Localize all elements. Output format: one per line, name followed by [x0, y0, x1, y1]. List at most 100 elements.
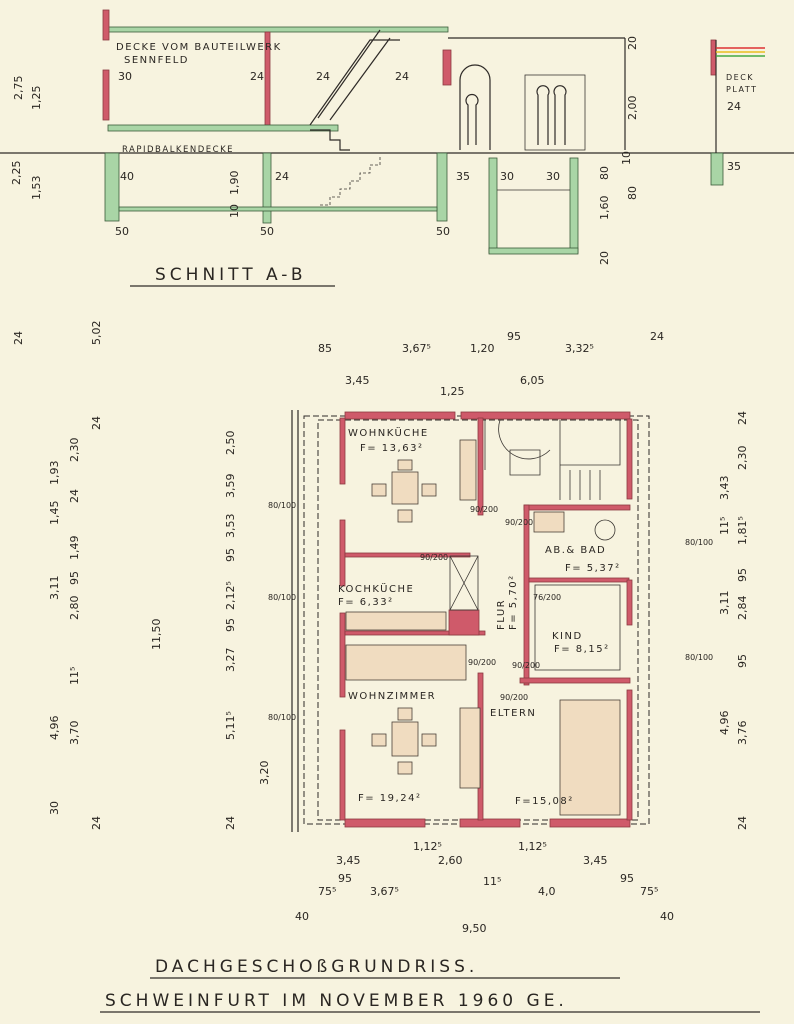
dimension-label: 3,32⁵: [565, 342, 594, 355]
plan-title: DACHGESCHOßGRUNDRISS.: [155, 957, 478, 977]
section-dimension-label: 1,90: [228, 171, 241, 196]
section-dimension-label: 40: [120, 170, 134, 183]
dimension-label: 24: [90, 416, 103, 430]
section-dimension-label: 2,25: [10, 161, 23, 186]
dimension-label: 1,12⁵: [413, 840, 442, 853]
door-size-label: 80/100: [268, 501, 296, 510]
dimension-label: 95: [68, 571, 81, 585]
dimension-label: 3,67⁵: [370, 885, 399, 898]
section-right-label-2: PLATT: [726, 85, 757, 94]
dimension-label: 6,05: [520, 374, 545, 387]
dimension-label: 11⁵: [68, 667, 81, 685]
section-ceiling-label: DECKE VOM BAUTEILWERK: [116, 42, 282, 53]
section-dimension-label: 1,25: [30, 86, 43, 111]
section-dimension-label: 2,75: [12, 76, 25, 101]
dimension-label: 3,11: [48, 576, 61, 601]
room-name: AB.& BAD: [545, 545, 606, 556]
room-area: F= 19,24²: [358, 793, 421, 804]
room-area: F= 8,15²: [554, 644, 610, 655]
dimension-label: 4,96: [718, 711, 731, 736]
dimension-label: 75⁵: [318, 885, 336, 898]
dimension-label: 24: [736, 816, 749, 830]
dimension-label: 95: [736, 654, 749, 668]
dimension-label: 24: [68, 489, 81, 503]
section-dimension-label: 24: [250, 70, 264, 83]
dimension-label: 95: [224, 618, 237, 632]
section-right-label-1: DECK: [726, 73, 754, 82]
door-size-label: 90/200: [468, 658, 496, 667]
room-name: FLUR: [496, 599, 507, 630]
section-dimension-label: 20: [626, 36, 639, 50]
section-dimension-label: 10: [620, 151, 633, 165]
dimension-label: 11,50: [150, 619, 163, 651]
section-dimension-label: 1,53: [30, 176, 43, 201]
dimension-label: 5,11⁵: [224, 711, 237, 740]
plan-subtitle: SCHWEINFURT IM NOVEMBER 1960 GE.: [105, 991, 568, 1011]
section-dimension-label: 30: [500, 170, 514, 183]
door-size-label: 80/100: [268, 593, 296, 602]
dimension-label: 2,30: [736, 446, 749, 471]
dimension-label: 40: [295, 910, 309, 923]
dimension-label: 40: [660, 910, 674, 923]
dimension-label: 2,30: [68, 438, 81, 463]
dimension-label: 1,12⁵: [518, 840, 547, 853]
section-title: SCHNITT A-B: [155, 265, 307, 285]
section-dimension-label: 80: [626, 186, 639, 200]
door-size-label: 90/200: [420, 553, 448, 562]
section-ceiling-label-2: SENNFELD: [124, 55, 189, 66]
dimension-label: 3,20: [258, 761, 271, 786]
room-area: F= 5,37²: [565, 563, 621, 574]
dimension-label: 24: [90, 816, 103, 830]
dimension-label: 95: [224, 548, 237, 562]
dimension-label: 24: [736, 411, 749, 425]
dimension-label: 2,84: [736, 596, 749, 621]
dimension-label: 5,02: [90, 321, 103, 346]
room-name: ELTERN: [490, 708, 536, 719]
dimension-label: 3,67⁵: [402, 342, 431, 355]
dimension-label: 1,81⁵: [736, 516, 749, 545]
section-dimension-label: 30: [546, 170, 560, 183]
dimension-label: 3,59: [224, 474, 237, 499]
door-size-label: 80/100: [268, 713, 296, 722]
dimension-label: 3,43: [718, 476, 731, 501]
dimension-label: 95: [736, 568, 749, 582]
dimension-label: 11⁵: [718, 517, 731, 535]
dimension-label: 2,12⁵: [224, 581, 237, 610]
dimension-label: 30: [48, 801, 61, 815]
dimension-label: 3,76: [736, 721, 749, 746]
section-dimension-label: 80: [598, 166, 611, 180]
room-area: F=15,08²: [515, 796, 574, 807]
section-drawing: DECKE VOM BAUTEILWERK SENNFELD RAPIDBALK…: [0, 9, 794, 287]
dimension-label: 1,25: [440, 385, 465, 398]
section-dimension-label: 24: [727, 100, 741, 113]
dimension-label: 95: [620, 872, 634, 885]
door-size-label: 90/200: [500, 693, 528, 702]
section-dimension-label: 1,60: [598, 196, 611, 221]
dimension-label: 24: [12, 331, 25, 345]
room-name: KIND: [552, 631, 583, 642]
dimension-label: 75⁵: [640, 885, 658, 898]
room-area: F= 13,63²: [360, 443, 423, 454]
door-size-label: 80/100: [685, 538, 713, 547]
dimension-label: 3,45: [345, 374, 370, 387]
room-area: F= 6,33²: [338, 597, 394, 608]
room-area: F= 5,70²: [508, 574, 519, 630]
section-dimension-label: 24: [275, 170, 289, 183]
dimension-label: 1,93: [48, 461, 61, 486]
room-name: WOHNKÜCHE: [348, 426, 429, 439]
dimension-label: 2,50: [224, 431, 237, 456]
section-dimension-label: 10: [228, 204, 241, 218]
section-dimension-label: 24: [316, 70, 330, 83]
dimension-label: 3,53: [224, 514, 237, 539]
section-dimension-label: 20: [598, 251, 611, 265]
section-dimension-label: 30: [118, 70, 132, 83]
door-size-label: 80/100: [685, 653, 713, 662]
dimension-label: 24: [650, 330, 664, 343]
dimension-label: 3,45: [336, 854, 361, 867]
dimension-label: 4,0: [538, 885, 556, 898]
section-dimension-label: 2,00: [626, 96, 639, 121]
dimension-label: 11⁵: [483, 875, 501, 888]
